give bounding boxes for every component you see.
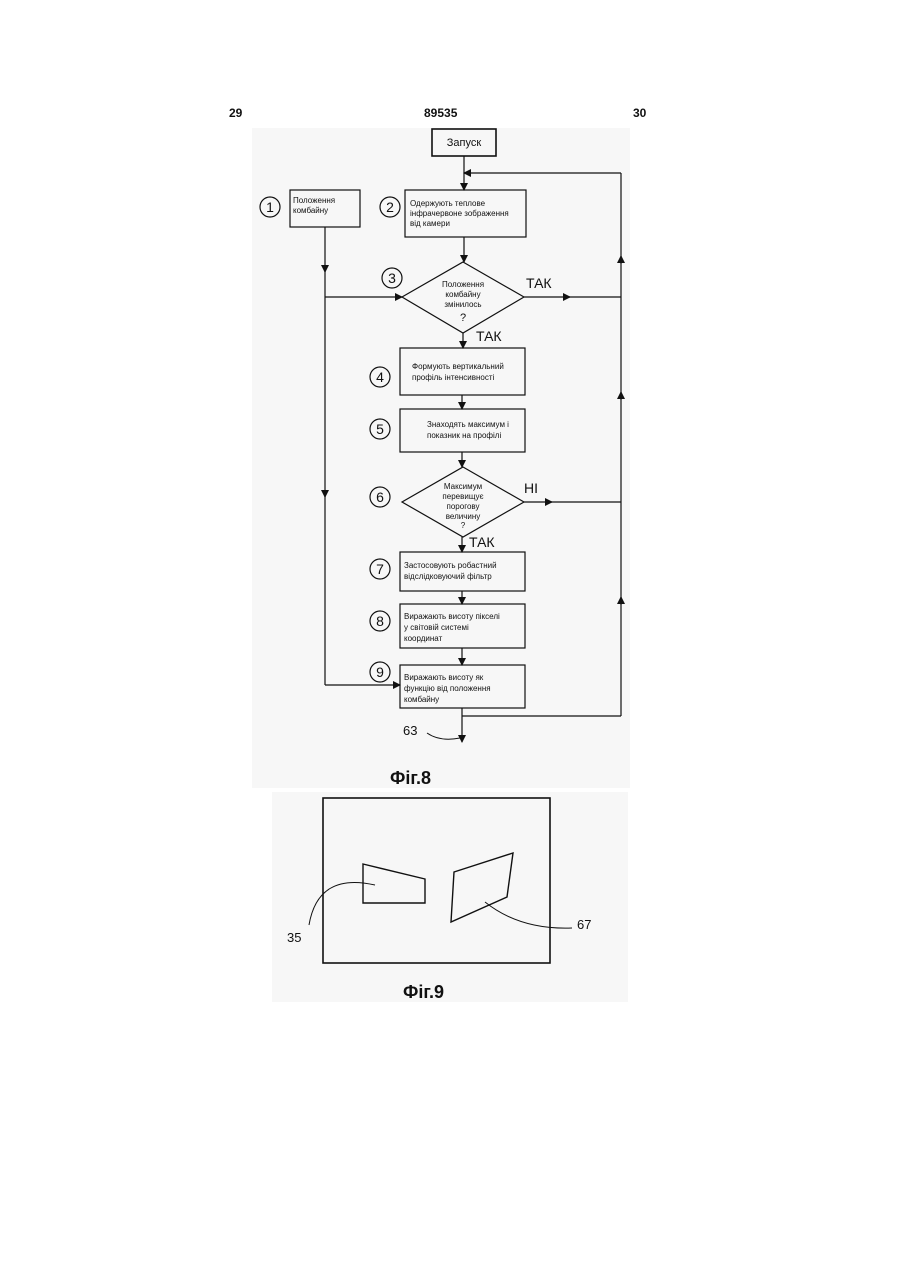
step5-text-line2: показник на профілі xyxy=(427,431,501,440)
step-numbers: 1 2 3 4 5 6 7 8 9 xyxy=(266,199,396,680)
step8-text-line3: координат xyxy=(404,634,443,643)
figure9-caption: Фіг.9 xyxy=(403,982,444,1002)
step9-text-line2: функцію від положення xyxy=(404,684,491,693)
ref-63: 63 xyxy=(403,723,417,738)
figure8-caption: Фіг.8 xyxy=(390,768,431,788)
step4-box xyxy=(400,348,525,395)
shape-35 xyxy=(363,864,425,903)
step8-text-line1: Виражають висоту пікселі xyxy=(404,612,500,621)
step6-text-line5: ? xyxy=(461,521,466,530)
start-label: Запуск xyxy=(447,137,482,149)
step2-text-line2: інфрачервоне зображення xyxy=(410,209,509,218)
yes-label-step3-right: ТАК xyxy=(526,275,552,291)
step1-text-line1: Положення xyxy=(293,196,335,205)
step9-text-line1: Виражають висоту як xyxy=(404,673,484,682)
yes-label-step3-down: ТАК xyxy=(476,328,502,344)
figure9-frame xyxy=(323,798,550,963)
step2-text-line1: Одержують теплове xyxy=(410,199,486,208)
step1-number: 1 xyxy=(266,199,274,215)
leader-67 xyxy=(485,902,572,928)
step8-number: 8 xyxy=(376,613,384,629)
leader-35 xyxy=(309,882,375,925)
no-label-step6: НІ xyxy=(524,480,538,496)
step6-text-line4: величину xyxy=(446,512,481,521)
step6-number: 6 xyxy=(376,489,384,505)
step1-text-line2: комбайну xyxy=(293,206,328,215)
figure9-drawing xyxy=(309,798,572,963)
step6-text-line1: Максимум xyxy=(444,482,482,491)
step6-text-line3: порогову xyxy=(447,502,480,511)
step3-text-line4: ? xyxy=(460,312,466,324)
shape-67 xyxy=(451,853,513,922)
step5-number: 5 xyxy=(376,421,384,437)
step9-text-line3: комбайну xyxy=(404,695,439,704)
ref-35: 35 xyxy=(287,930,301,945)
step9-number: 9 xyxy=(376,664,384,680)
step7-text-line1: Застосовують робастний xyxy=(404,561,497,570)
step4-number: 4 xyxy=(376,369,384,385)
step3-number: 3 xyxy=(388,270,396,286)
step5-text-line1: Знаходять максимум і xyxy=(427,420,509,429)
step7-number: 7 xyxy=(376,561,384,577)
step7-text-line2: відслідковуючий фільтр xyxy=(404,572,492,581)
step2-number: 2 xyxy=(386,199,394,215)
step8-text-line2: у світовій системі xyxy=(404,623,469,632)
step3-text-line2: комбайну xyxy=(445,290,480,299)
ref-67: 67 xyxy=(577,917,591,932)
step3-text-line1: Положення xyxy=(442,280,484,289)
step3-text-line3: змінилось xyxy=(444,300,481,309)
yes-label-step6-down: ТАК xyxy=(469,534,495,550)
step2-text-line3: від камери xyxy=(410,219,450,228)
step4-text-line1: Формують вертикальний xyxy=(412,362,504,371)
step6-text-line2: перевищує xyxy=(442,492,483,501)
step4-text-line2: профіль інтенсивності xyxy=(412,373,495,382)
